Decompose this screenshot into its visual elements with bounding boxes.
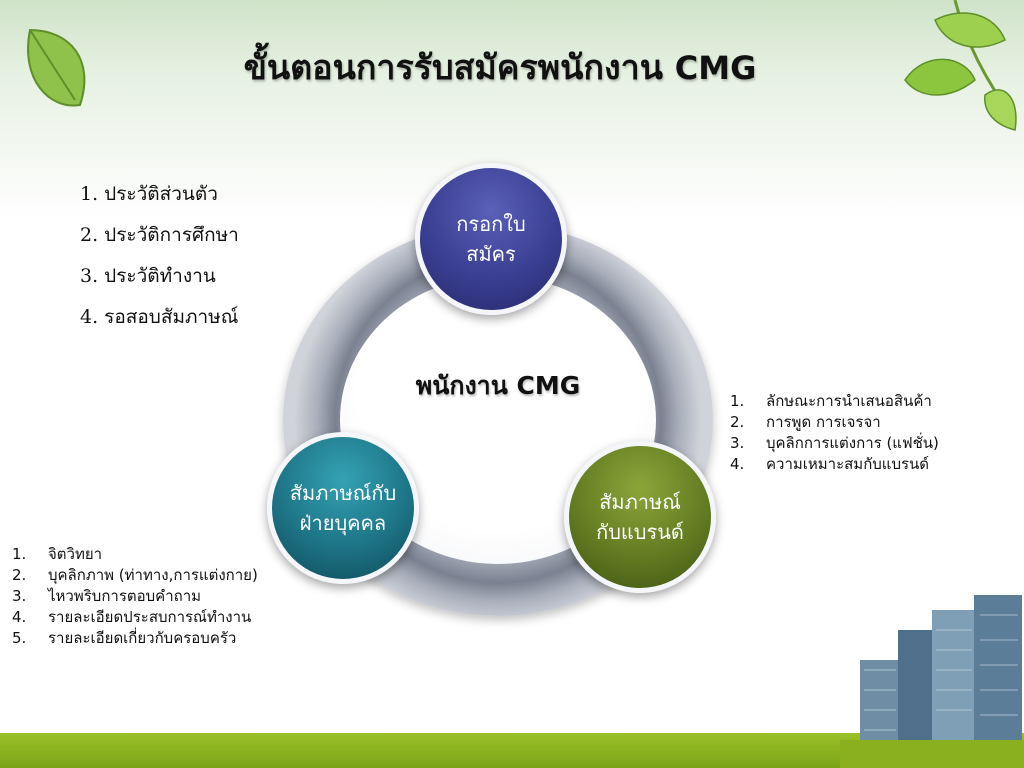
green-leaf-icon xyxy=(27,28,86,107)
list-number: 5. xyxy=(12,629,27,647)
list-number: 2. xyxy=(12,566,27,584)
list-text: รายละเอียดเกี่ยวกับครอบครัว xyxy=(48,629,237,647)
page-title: ขั้นตอนการรับสมัครพนักงาน CMG xyxy=(0,40,1000,94)
list-text: ความเหมาะสมกับแบรนด์ xyxy=(766,455,930,473)
node-hr-interview: สัมภาษณ์กับ ฝ่ายบุคคล xyxy=(267,432,419,584)
brand-criteria-list: 1. ลักษณะการนำเสนอสินค้า 2. การพูด การเจรจ… xyxy=(730,391,939,475)
list-item: 2. บุคลิกภาพ (ท่าทาง,การแต่งกาย) xyxy=(12,565,258,586)
list-number: 1. xyxy=(730,392,745,410)
list-item: 4. ความเหมาะสมกับแบรนด์ xyxy=(730,454,939,475)
node-left-line2: ฝ่ายบุคคล xyxy=(299,511,387,535)
list-text: ลักษณะการนำเสนอสินค้า xyxy=(766,392,932,410)
list-item: 3. บุคลิกการแต่งการ (แฟชั่น) xyxy=(730,433,939,454)
list-item: 4. รายละเอียดประสบการณ์ทำงาน xyxy=(12,607,258,628)
node-right-line2: กับแบรนด์ xyxy=(596,520,684,544)
step-item: 1. ประวัติส่วนตัว xyxy=(80,183,218,205)
node-top-line1: กรอกใบ xyxy=(456,212,526,236)
list-text: บุคลิกการแต่งการ (แฟชั่น) xyxy=(766,434,939,452)
list-number: 1. xyxy=(12,545,27,563)
list-number: 4. xyxy=(12,608,27,626)
title-main: ขั้นตอนการรับสมัครพนักงาน xyxy=(243,48,663,88)
step-item: 3. ประวัติทำงาน xyxy=(80,265,216,287)
list-item: 1. จิตวิทยา xyxy=(12,544,258,565)
list-text: การพูด การเจรจา xyxy=(766,413,881,431)
list-text: จิตวิทยา xyxy=(48,545,103,563)
list-text: บุคลิกภาพ (ท่าทาง,การแต่งกาย) xyxy=(48,566,258,584)
node-fill-application: กรอกใบ สมัคร xyxy=(415,163,567,315)
hr-criteria-list: 1. จิตวิทยา 2. บุคลิกภาพ (ท่าทาง,การแต่งกา… xyxy=(12,544,258,649)
list-item: 1. ลักษณะการนำเสนอสินค้า xyxy=(730,391,939,412)
node-brand-interview: สัมภาษณ์ กับแบรนด์ xyxy=(564,441,716,593)
list-number: 4. xyxy=(730,455,745,473)
node-top-line2: สมัคร xyxy=(466,242,516,266)
node-right-line1: สัมภาษณ์ xyxy=(599,490,681,514)
list-item: 2. การพูด การเจรจา xyxy=(730,412,939,433)
step-item: 2. ประวัติการศึกษา xyxy=(80,224,239,246)
title-cmg: CMG xyxy=(674,49,757,87)
list-text: ไหวพริบการตอบคำถาม xyxy=(48,587,202,605)
steps-list: 1. ประวัติส่วนตัว 2. ประวัติการศึกษา 3. … xyxy=(80,180,239,344)
list-item: 5. รายละเอียดเกี่ยวกับครอบครัว xyxy=(12,628,258,649)
list-text: รายละเอียดประสบการณ์ทำงาน xyxy=(48,608,252,626)
list-number: 2. xyxy=(730,413,745,431)
list-item: 3. ไหวพริบการตอบคำถาม xyxy=(12,586,258,607)
office-buildings-illustration xyxy=(840,595,1024,768)
green-leaf-icon xyxy=(904,0,1017,131)
node-left-line1: สัมภาษณ์กับ xyxy=(289,481,397,505)
list-number: 3. xyxy=(730,434,745,452)
step-item: 4. รอสอบสัมภาษณ์ xyxy=(80,306,239,328)
list-number: 3. xyxy=(12,587,27,605)
center-label: พนักงาน CMG xyxy=(415,371,581,400)
